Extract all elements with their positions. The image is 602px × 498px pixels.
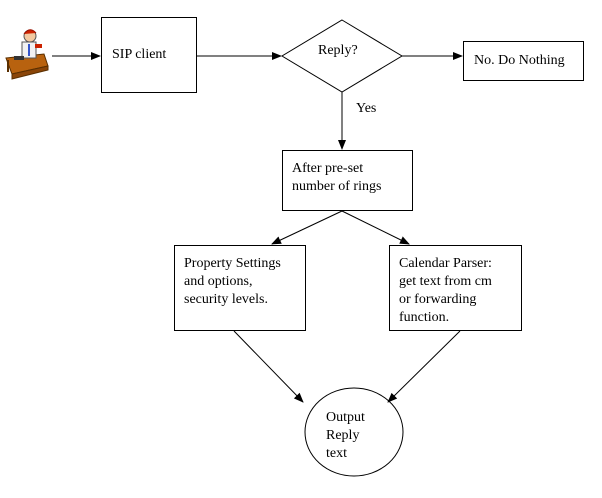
property-settings-label: Property Settings and options, security …: [184, 256, 281, 307]
no-do-nothing-label: No. Do Nothing: [474, 53, 565, 68]
output-reply-ellipse: [304, 387, 404, 477]
edge-property-to-output: [233, 330, 304, 403]
no-do-nothing-box: [463, 41, 584, 81]
output-reply-label: Output Reply text: [326, 410, 365, 461]
calendar-parser-box: [389, 245, 522, 331]
edge-after-to-property: [271, 210, 343, 245]
sip-client-box: [101, 17, 197, 93]
after-rings-label: After pre-set number of rings: [292, 161, 382, 194]
yes-edge-label: Yes: [356, 101, 377, 116]
calendar-parser-label: Calendar Parser: get text from cm or for…: [399, 256, 492, 325]
after-rings-box: [282, 150, 413, 211]
person-at-desk-icon: [5, 29, 49, 80]
edge-calendar-to-output: [387, 330, 461, 403]
property-settings-box: [174, 245, 306, 331]
edge-after-to-calendar: [341, 210, 410, 245]
sip-client-label: SIP client: [112, 47, 167, 62]
reply-label: Reply?: [318, 43, 358, 58]
